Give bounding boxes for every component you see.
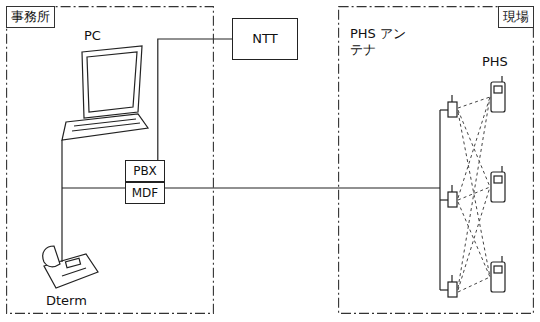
antenna-rod (451, 185, 452, 192)
laptop-screen-inner (87, 52, 137, 112)
device-label: PC (84, 28, 101, 44)
phs-screen (494, 266, 502, 273)
wire (440, 289, 448, 290)
region-outline (6, 6, 214, 314)
box-text: PBX (133, 164, 157, 178)
wire (165, 187, 440, 188)
dash-dot-border (7, 7, 214, 314)
device-label: PHS (482, 54, 508, 70)
phs-rod (501, 166, 502, 172)
phs-rod (501, 256, 502, 262)
phs-screen (494, 176, 502, 183)
wire (62, 187, 125, 188)
radio-link (458, 187, 490, 200)
laptop-base (62, 114, 148, 140)
radio-link (458, 187, 490, 290)
antenna (448, 282, 457, 297)
radio-link (458, 110, 490, 187)
mdf-box: MDF (125, 182, 165, 204)
wire (440, 109, 448, 110)
pbx-box: PBX (125, 160, 165, 182)
radio-link (458, 112, 490, 277)
antenna (448, 192, 457, 207)
radio-link (458, 202, 490, 277)
phs-phone (491, 262, 505, 292)
phs-phone (491, 172, 505, 202)
region-heading: 事務所 (6, 6, 55, 28)
connector-line (158, 39, 232, 160)
radio-link (458, 97, 490, 198)
antenna-rod (451, 95, 452, 102)
laptop-keys (72, 123, 140, 131)
phone-display (65, 258, 80, 267)
phone-keys (62, 268, 86, 276)
dash-dot-border (339, 7, 534, 314)
phs-rod (501, 76, 502, 82)
antenna-rod (451, 275, 452, 282)
box-text: MDF (132, 186, 159, 200)
phs-screen (494, 86, 502, 93)
antenna (448, 102, 457, 117)
ntt-box: NTT (232, 18, 298, 60)
radio-link (458, 97, 490, 288)
radio-link (458, 277, 490, 292)
phone-handset (43, 246, 60, 267)
wire (440, 199, 448, 200)
laptop-screen (82, 46, 142, 118)
device-label: Dterm (46, 293, 87, 309)
radio-link (458, 97, 490, 108)
box-text: NTT (252, 31, 277, 47)
wire (61, 140, 62, 262)
region-heading: 現場 (498, 6, 534, 28)
office-region: 事務所 PBX MDF (6, 6, 214, 314)
antenna-label: PHS アンテナ (350, 26, 408, 57)
phs-phone (491, 82, 505, 112)
